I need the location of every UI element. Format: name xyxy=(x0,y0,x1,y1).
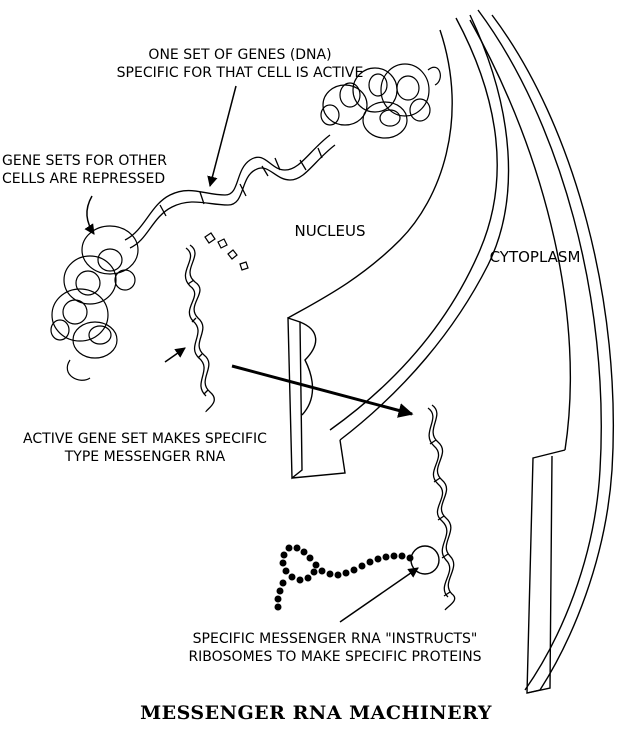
label-messenger: ACTIVE GENE SET MAKES SPECIFIC TYPE MESS… xyxy=(23,431,267,465)
cell-membrane xyxy=(469,9,615,694)
arrow-ribosome xyxy=(339,567,419,623)
diagram-title: MESSENGER RNA MACHINERY xyxy=(140,702,492,724)
protein-chain xyxy=(274,544,414,611)
dna-strand xyxy=(124,134,336,249)
label-active-dna: ONE SET OF GENES (DNA) SPECIFIC FOR THAT… xyxy=(116,47,364,81)
label-repressed: GENE SETS FOR OTHER CELLS ARE REPRESSED xyxy=(2,153,168,187)
mrna-cytoplasm xyxy=(427,404,456,611)
label-cytoplasm: CYTOPLASM xyxy=(489,248,581,266)
label-ribosome: SPECIFIC MESSENGER RNA "INSTRUCTS" RIBOS… xyxy=(188,631,482,665)
arrow-mrna-made xyxy=(164,347,186,363)
chromatin-coil-active xyxy=(320,63,441,139)
chromatin-coil-repressed xyxy=(50,225,139,381)
mrna-nucleus xyxy=(184,244,215,413)
arrow-repressed xyxy=(84,195,95,235)
nucleotides xyxy=(204,232,249,271)
arrow-mrna-transport xyxy=(231,364,414,418)
nuclear-envelope xyxy=(287,14,510,480)
label-nucleus: NUCLEUS xyxy=(294,222,366,240)
pointer-arrows xyxy=(84,85,419,623)
arrow-active-dna xyxy=(207,85,237,188)
